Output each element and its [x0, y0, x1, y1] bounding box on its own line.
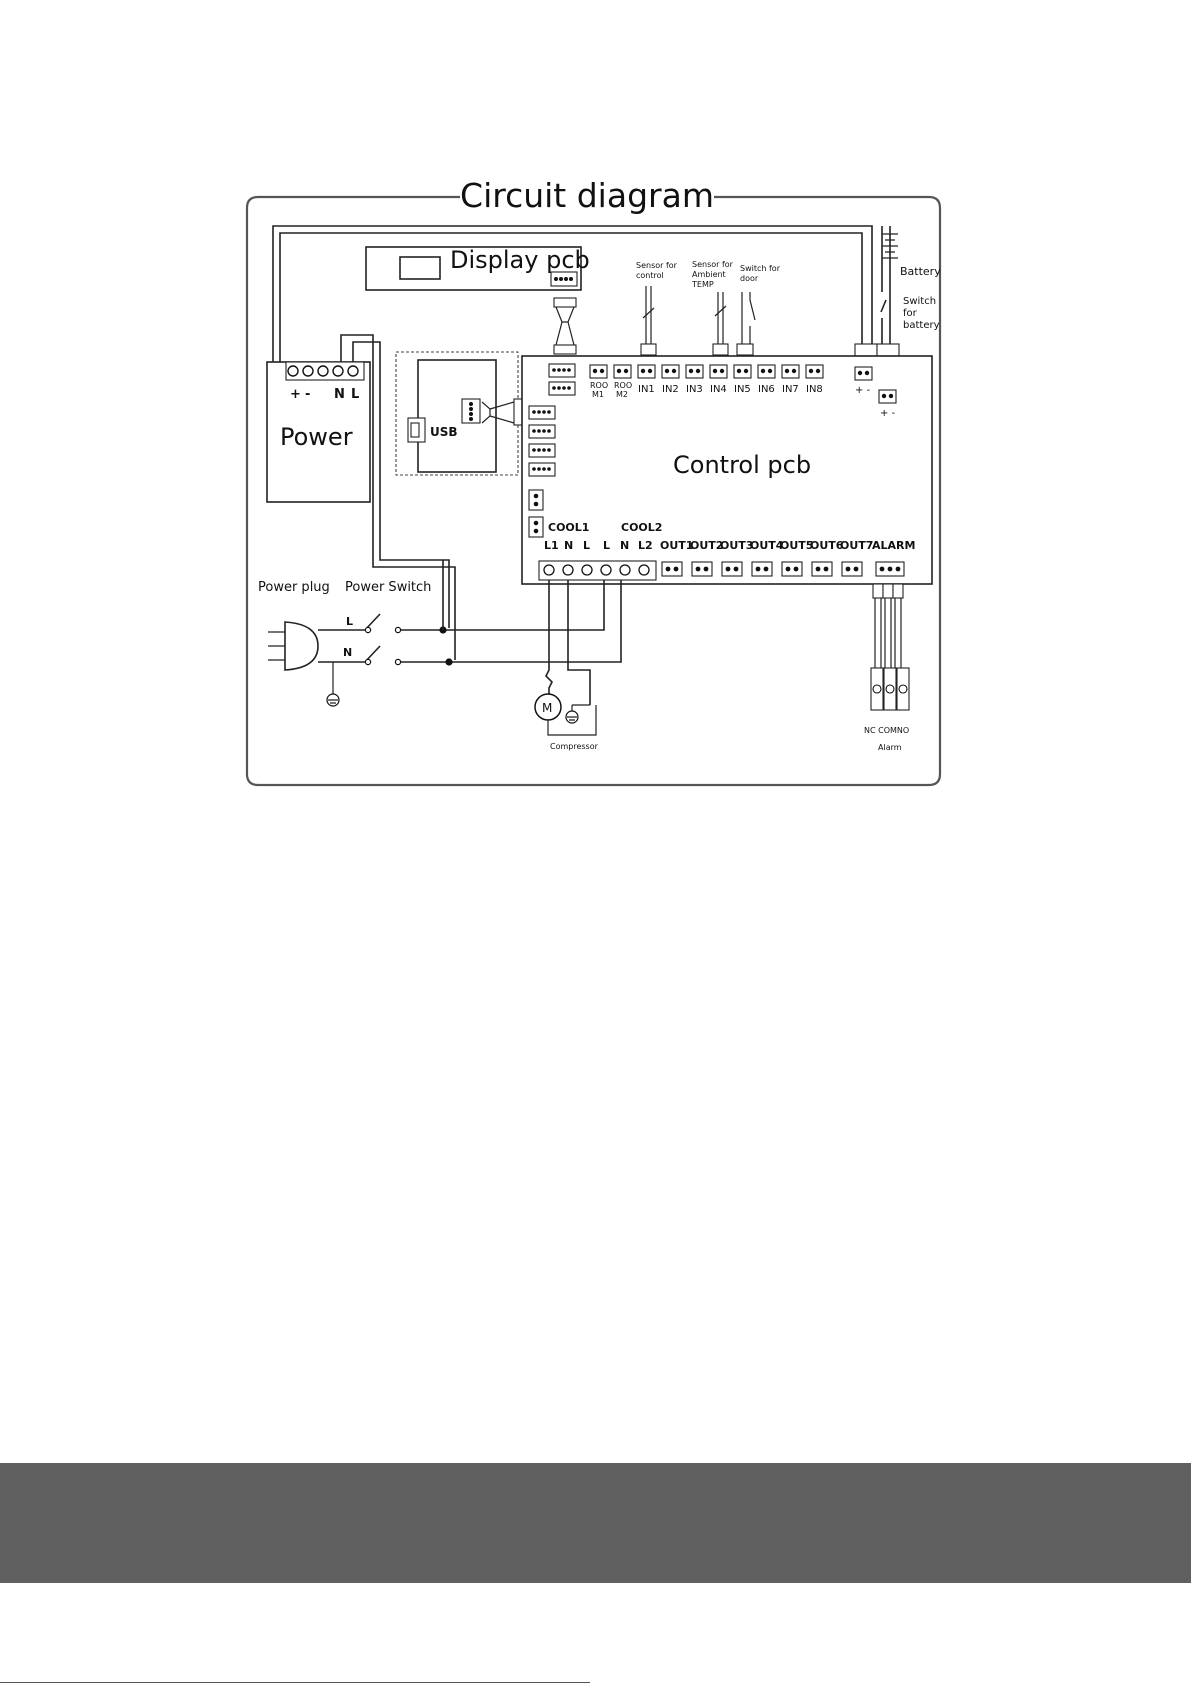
input-label-in2: IN2 — [662, 384, 679, 395]
input-label-in5: IN5 — [734, 384, 751, 395]
sensor-ambient-label-1: Sensor for — [692, 260, 734, 269]
switch-door-label-1: Switch for — [740, 264, 781, 273]
sensor-control-label-1: Sensor for — [636, 261, 678, 270]
alarm-relay: NC COMNO Alarm — [864, 583, 910, 752]
input-label-in7: IN7 — [782, 384, 799, 395]
cool-terminal-n1: N — [564, 539, 573, 552]
output-label-out5: OUT5 — [780, 539, 813, 552]
output-label-out2: OUT2 — [690, 539, 723, 552]
input-label-in1: IN1 — [638, 384, 655, 395]
sensor-ambient: Sensor for Ambient TEMP — [691, 260, 734, 356]
compressor-motor-symbol: M — [542, 701, 552, 715]
cool-terminal-labels: L1 N L L N L2 — [544, 539, 653, 552]
output-label-out3: OUT3 — [720, 539, 753, 552]
control-pcb-label: Control pcb — [673, 451, 811, 479]
battery-label: Battery — [900, 265, 941, 278]
output-label-out7: OUT7 — [840, 539, 873, 552]
sensor-ambient-label-2: Ambient — [692, 270, 726, 279]
cool-terminal-block — [538, 560, 657, 581]
cool-terminal-l2: L2 — [638, 539, 653, 552]
power-terminal-plus: + — [290, 387, 301, 402]
diagram-frame — [245, 195, 942, 787]
input-label-in8: IN8 — [806, 384, 823, 395]
cool1-label: COOL1 — [548, 521, 589, 534]
sensor-control: Sensor for control — [636, 261, 678, 356]
display-pcb-label: Display pcb — [450, 246, 590, 274]
battery-switch-label-1: Switch — [903, 296, 936, 307]
output-connectors: OUT1 OUT2 OUT3 OUT4 OUT5 OUT6 OUT7 ALARM — [660, 539, 915, 577]
alarm-label: Alarm — [878, 743, 902, 752]
footer-rule — [0, 1682, 590, 1683]
room1-label-b: M1 — [592, 390, 604, 399]
room1-label-a: ROO — [590, 381, 608, 390]
cool-terminal-n2: N — [620, 539, 629, 552]
power-terminal-minus: - — [305, 387, 310, 402]
cool-terminal-l1: L1 — [544, 539, 559, 552]
switch-door-label-2: door — [740, 274, 759, 283]
battery-switch-label-3: battery — [903, 320, 940, 331]
usb-module: USB — [395, 351, 523, 476]
room2-label-b: M2 — [616, 390, 628, 399]
input-label-in3: IN3 — [686, 384, 703, 395]
power-supply: + - N L Power — [266, 361, 371, 503]
power-plug-label: Power plug — [258, 580, 330, 595]
cool2-label: COOL2 — [621, 521, 662, 534]
power-switch-label: Power Switch — [345, 580, 431, 595]
footer-band — [0, 1463, 1191, 1583]
cool-terminal-l-b: L — [603, 539, 610, 552]
battery-terminal-top-label: + - — [855, 385, 871, 396]
battery-terminal-bottom-label: + - — [880, 408, 896, 419]
cool-terminal-l-a: L — [583, 539, 590, 552]
line-n-label: N — [343, 646, 352, 659]
output-label-out1: OUT1 — [660, 539, 693, 552]
usb-label: USB — [430, 425, 458, 439]
battery-terminals: + - + - — [854, 366, 897, 419]
input-connectors: ROO M1 ROO M2 IN1 IN2 IN3 IN4 IN5 IN6 IN… — [589, 364, 824, 399]
power-plug-icon — [268, 621, 319, 671]
power-terminal-l: L — [351, 387, 359, 402]
input-label-in4: IN4 — [710, 384, 727, 395]
power-label: Power — [280, 423, 353, 451]
display-pcb: Display pcb — [365, 246, 590, 291]
control-pcb: Control pcb — [521, 355, 933, 585]
alarm-contacts-label: NC COMNO — [864, 726, 909, 735]
power-terminal-n: N — [334, 387, 345, 402]
compressor-label: Compressor — [550, 742, 599, 751]
output-label-out6: OUT6 — [810, 539, 844, 552]
switch-door: Switch for door — [736, 264, 781, 356]
sensor-control-label-2: control — [636, 271, 664, 280]
compressor-motor: M — [534, 580, 597, 736]
power-switch-icon — [318, 613, 402, 666]
input-label-in6: IN6 — [758, 384, 775, 395]
sensor-ambient-label-3: TEMP — [691, 280, 714, 289]
output-label-alarm: ALARM — [872, 539, 915, 552]
control-pcb-connectors — [528, 363, 576, 538]
line-l-label: L — [346, 615, 353, 628]
battery-icon — [880, 226, 898, 344]
plug-ground-icon — [326, 662, 340, 707]
battery-switch-label-2: for — [903, 308, 918, 319]
diagram-title: Circuit diagram — [460, 176, 714, 215]
ribbon-connector — [553, 297, 577, 355]
output-label-out4: OUT4 — [750, 539, 784, 552]
room2-label-a: ROO — [614, 381, 632, 390]
